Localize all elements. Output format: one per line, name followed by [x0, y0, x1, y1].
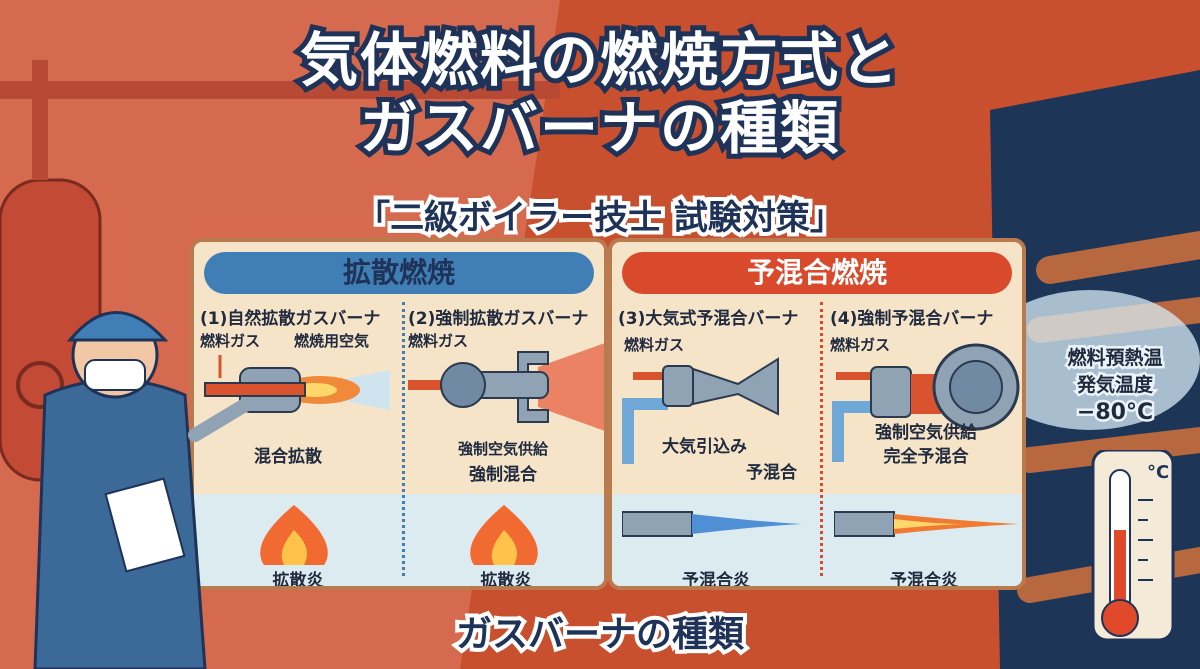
- diffusion-flame-icon: [470, 505, 538, 565]
- temperature-note: 燃料預熱温 発気温度 −80°C: [1030, 345, 1200, 428]
- title-line-1: 気体燃料の燃焼方式と: [295, 23, 903, 97]
- burner3-note-1: 大気引込み: [662, 437, 747, 457]
- diffusion-flame-icon: [260, 505, 328, 565]
- premix-panel: 予混合燃焼 (3)大気式予混合バーナ 燃料ガス 大気引込み 予混合 (4)強制予…: [608, 238, 1026, 590]
- premix-blue-flame-icon: [622, 511, 802, 537]
- burner2-note-1: 強制空気供給: [457, 440, 548, 458]
- thermometer-icon: [1091, 450, 1175, 642]
- diffusion-header: 拡散燃焼: [204, 252, 594, 294]
- burner2-note-2: 強制混合: [469, 465, 537, 485]
- burner1-name: (1)自然拡散ガスバーナ: [200, 309, 381, 329]
- burner3-note-2: 予混合: [746, 463, 797, 483]
- temperature-line-2: 発気温度: [1074, 372, 1155, 399]
- temperature-value: −80°C: [1074, 398, 1155, 428]
- diffusion-panel: 拡散燃焼 (1)自然拡散ガスバーナ 燃料ガス 燃焼用空気 混合拡散 (2)強制拡…: [190, 238, 608, 590]
- subtitle: 「二級ボイラー技士 試験対策」: [352, 194, 848, 242]
- burner4-note-1: 強制空気供給: [875, 423, 977, 443]
- flame-area: [194, 494, 604, 586]
- premix-flame-icon: [834, 511, 1019, 537]
- burner3-fuel: 燃料ガス: [624, 336, 685, 354]
- premix-header: 予混合燃焼: [622, 252, 1012, 294]
- flame-label-1: 拡散炎: [272, 571, 324, 590]
- burner4-note-2: 完全予混合: [883, 447, 969, 467]
- natural-diffusion-burner-icon: [204, 355, 390, 413]
- burner1-fuel: 燃料ガス: [200, 332, 261, 350]
- worker-illustration: [33, 311, 252, 669]
- burner2-fuel: 燃料ガス: [408, 332, 469, 350]
- burner2-name: (2)強制拡散ガスバーナ: [408, 309, 589, 329]
- flame-label-4: 予混合炎: [890, 571, 958, 590]
- burner4-fuel: 燃料ガス: [830, 336, 891, 354]
- forced-premix-burner-icon: [832, 343, 1020, 462]
- divider: [820, 302, 823, 576]
- burner3-name: (3)大気式予混合バーナ: [618, 309, 799, 329]
- burner4-name: (4)強制予混合バーナ: [830, 309, 994, 329]
- burner1-note: 混合拡散: [254, 447, 322, 467]
- burner1-air: 燃焼用空気: [294, 332, 370, 350]
- temperature-line-1: 燃料預熱温: [1065, 345, 1165, 372]
- bottom-caption: ガスバーナの種類: [452, 610, 748, 659]
- flame-area: [612, 494, 1022, 586]
- atmospheric-premix-burner-icon: [622, 357, 779, 464]
- forced-diffusion-burner-icon: [408, 343, 604, 431]
- flame-label-3: 予混合炎: [682, 571, 750, 590]
- celsius-unit: °C: [1147, 462, 1170, 483]
- title-line-2: ガスバーナの種類: [355, 91, 843, 165]
- flame-label-2: 拡散炎: [480, 571, 532, 590]
- divider: [402, 302, 405, 576]
